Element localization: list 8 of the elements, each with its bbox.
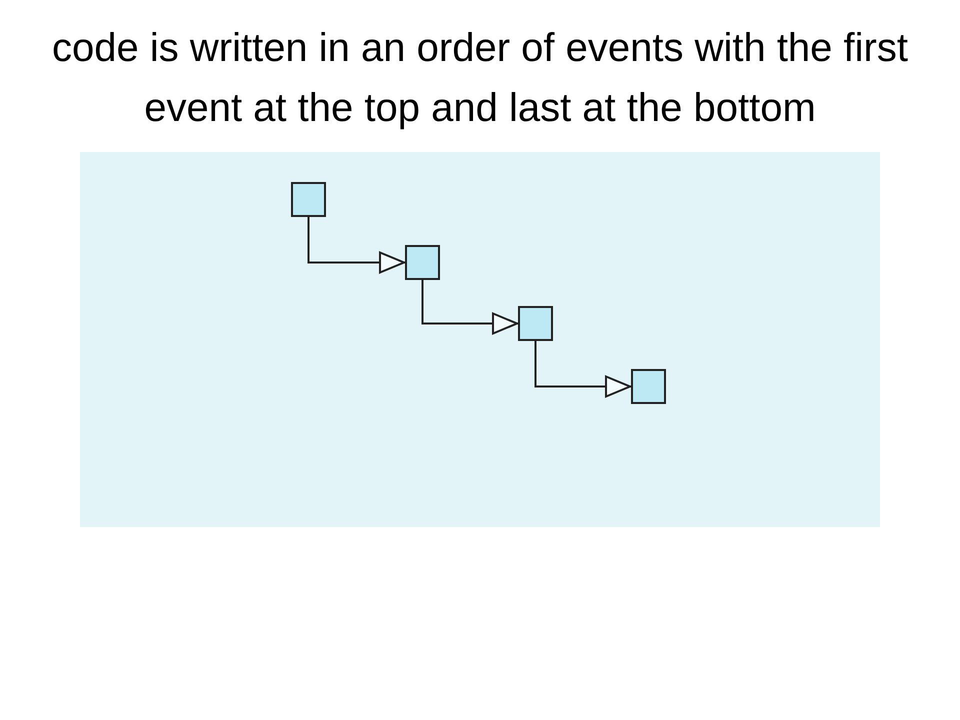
event-box — [291, 182, 326, 217]
arrow — [308, 217, 405, 274]
event-box — [518, 306, 553, 341]
arrow — [534, 341, 631, 398]
title: code is written in an order of events with the first event at the top and last at the bottom — [51, 25, 909, 132]
event-box — [405, 245, 440, 280]
event-box — [631, 369, 666, 404]
arrow — [422, 280, 518, 334]
